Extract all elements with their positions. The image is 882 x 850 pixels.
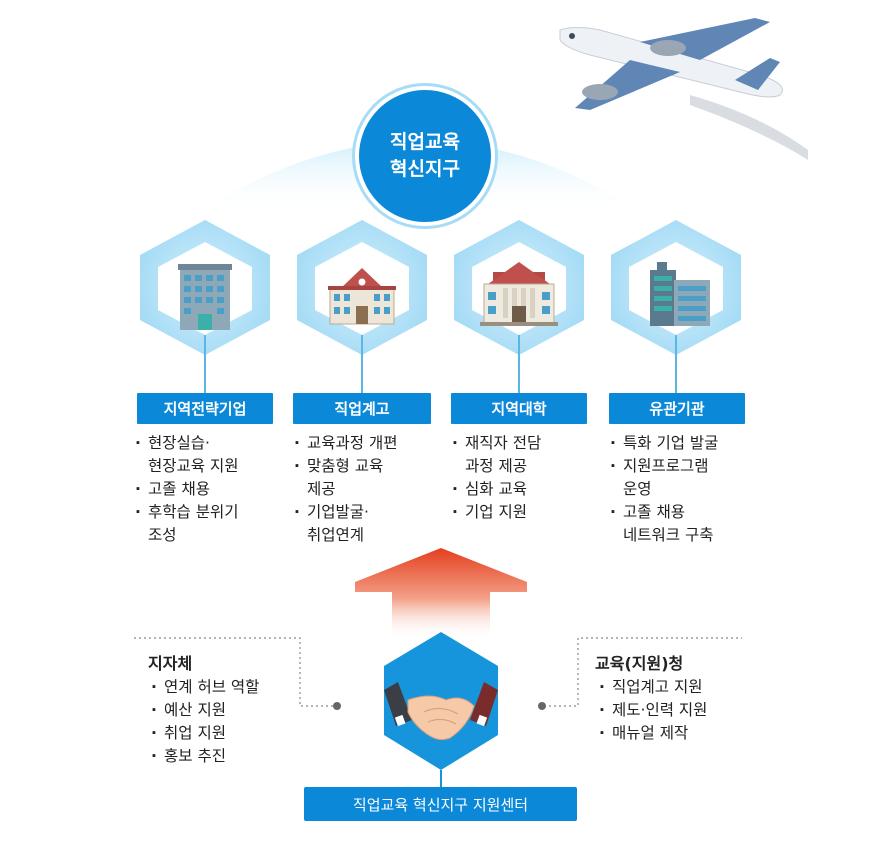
right-connector-dot: [538, 702, 546, 710]
support-center-label: 직업교육 혁신지구 지원센터: [304, 787, 577, 821]
list-item: 직업계고 지원: [598, 676, 748, 699]
right-connector: [544, 637, 742, 707]
member-list-company: 현장실습· 현장교육 지원 고졸 채용 후학습 분위기 조성: [134, 432, 284, 547]
member-label-vocational-school: 직업계고: [293, 393, 431, 424]
school-building-icon: [328, 268, 396, 325]
list-item: 교육과정 개편: [293, 432, 443, 455]
member-label-institution: 유관기관: [609, 393, 745, 424]
list-item: 기업 지원: [451, 501, 601, 524]
list-item: 고졸 채용 네트워크 구축: [609, 501, 769, 547]
list-item: 연계 허브 역할: [150, 676, 300, 699]
list-item: 취업 지원: [150, 722, 300, 745]
list-item: 현장실습· 현장교육 지원: [134, 432, 284, 478]
member-list-university: 재직자 전담 과정 제공 심화 교육 기업 지원: [451, 432, 601, 524]
member-list-institution: 특화 기업 발굴 지원프로그램 운영 고졸 채용 네트워크 구축: [609, 432, 769, 547]
list-item: 맞춤형 교육 제공: [293, 455, 443, 501]
list-item: 예산 지원: [150, 699, 300, 722]
list-item: 지원프로그램 운영: [609, 455, 769, 501]
education-office-list: 직업계고 지원 제도·인력 지원 매뉴얼 제작: [598, 676, 748, 745]
list-item: 홍보 추진: [150, 745, 300, 768]
university-building-icon: [480, 262, 558, 326]
education-office-title: 교육(지원)청: [595, 654, 684, 673]
left-connector-dot: [333, 702, 341, 710]
upward-arrow-icon: [355, 548, 527, 640]
list-item: 특화 기업 발굴: [609, 432, 769, 455]
hub-title-line2: 혁신지구: [390, 158, 460, 180]
member-list-vocational-school: 교육과정 개편 맞춤형 교육 제공 기업발굴· 취업연계: [293, 432, 443, 547]
list-item: 기업발굴· 취업연계: [293, 501, 443, 547]
member-label-university: 지역대학: [451, 393, 587, 424]
list-item: 제도·인력 지원: [598, 699, 748, 722]
hub-circle: 직업교육 혁신지구: [355, 86, 495, 226]
member-label-company: 지역전략기업: [137, 393, 273, 424]
list-item: 심화 교육: [451, 478, 601, 501]
list-item: 후학습 분위기 조성: [134, 501, 284, 547]
hub-title-line1: 직업교육: [390, 131, 460, 153]
local-government-list: 연계 허브 역할 예산 지원 취업 지원 홍보 추진: [150, 676, 300, 768]
office-building-icon: [178, 264, 232, 330]
list-item: 매뉴얼 제작: [598, 722, 748, 745]
list-item: 재직자 전담 과정 제공: [451, 432, 601, 478]
handshake-icon: [384, 682, 498, 741]
institution-building-icon: [650, 262, 710, 326]
left-connector: [134, 637, 335, 707]
list-item: 고졸 채용: [134, 478, 284, 501]
airplane-icon: [559, 18, 808, 160]
local-government-title: 지자체: [148, 654, 193, 673]
